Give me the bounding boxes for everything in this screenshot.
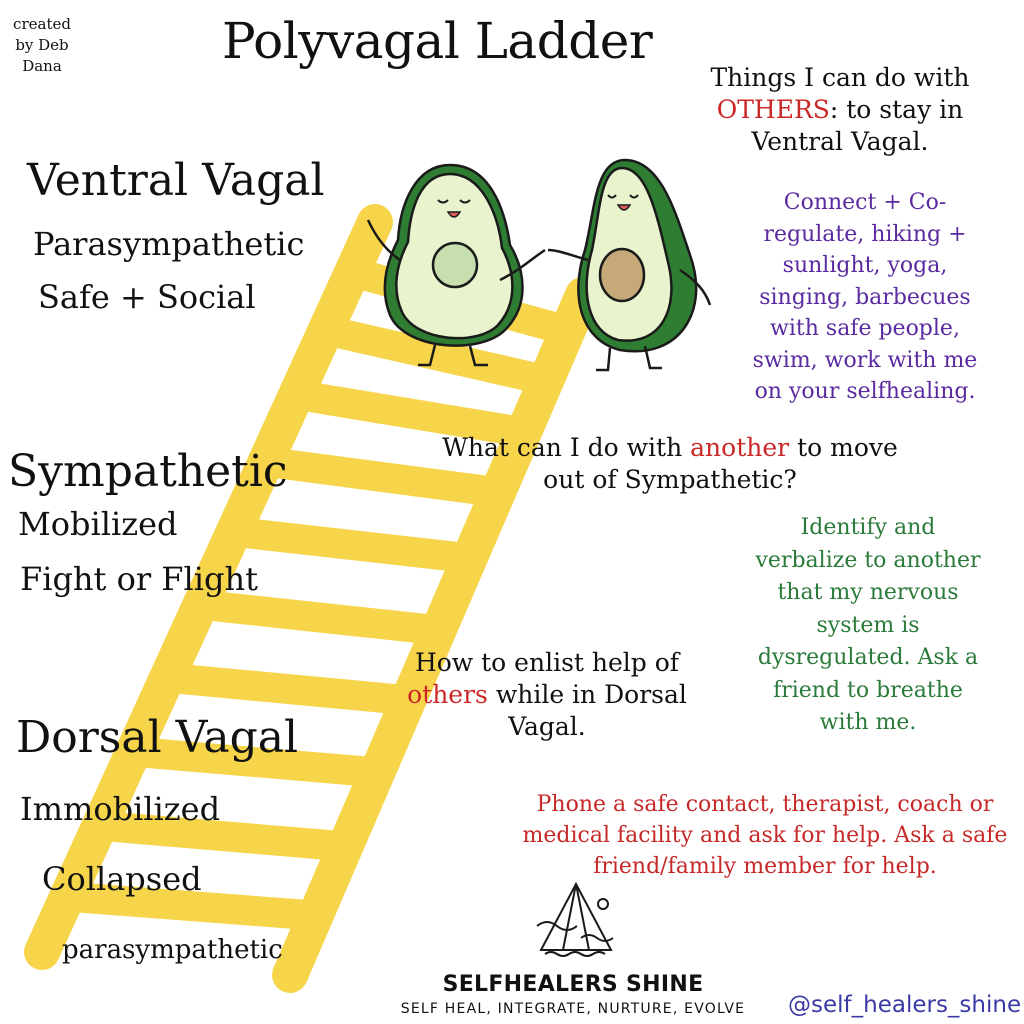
ladder-rung: [266, 447, 498, 507]
dorsal-question: How to enlist help of others while in Do…: [392, 647, 702, 743]
sympathetic-line-2: Fight or Flight: [20, 560, 258, 598]
dorsal-vagal-line-1: Immobilized: [20, 790, 221, 828]
ladder-rail-left: [24, 204, 393, 970]
dorsal-question-pre: How to enlist help of: [414, 648, 680, 677]
sympathetic-question-post: to move out of Sympathetic?: [543, 433, 898, 494]
ladder-rung: [295, 380, 525, 447]
dorsal-vagal-heading: Dorsal Vagal: [16, 712, 299, 763]
sympathetic-answer: Identify and verbalize to another that m…: [755, 515, 981, 735]
ventral-answer: Connect + Co-regulate, hiking + sunlight…: [752, 190, 978, 404]
ventral-question: Things I can do with OTHERS: to stay in …: [690, 62, 990, 158]
ladder-rung: [234, 517, 469, 573]
dorsal-vagal-line-2: Collapsed: [42, 860, 202, 898]
credit-text: created by Deb Dana: [13, 15, 71, 75]
ladder-rail-right: [272, 277, 601, 993]
page-title: Polyvagal Ladder: [222, 12, 653, 70]
ventral-vagal-heading: Ventral Vagal: [27, 155, 325, 206]
dorsal-vagal-line-3: parasympathetic: [62, 935, 283, 965]
ventral-question-post: : to stay in Ventral Vagal.: [751, 95, 964, 156]
sympathetic-question-highlight: another: [690, 433, 790, 462]
ladder-rung: [201, 590, 438, 645]
ventral-question-pre: Things I can do with: [710, 63, 970, 92]
sympathetic-question-pre: What can I do with: [442, 433, 683, 462]
ladder-rung: [134, 737, 374, 787]
social-handle: @self_healers_shine: [788, 992, 1022, 1018]
dorsal-answer: Phone a safe contact, therapist, coach o…: [522, 792, 1008, 879]
sympathetic-line-1: Mobilized: [18, 505, 178, 543]
ladder-rung: [321, 315, 549, 395]
ventral-vagal-line-1: Parasympathetic: [33, 225, 305, 263]
selfhealers-logo-icon: [536, 881, 614, 957]
ventral-vagal-line-2: Safe + Social: [38, 278, 256, 316]
avocado-right: [547, 158, 712, 372]
ladder-rung: [101, 811, 342, 861]
ladder-rung: [70, 882, 310, 930]
sympathetic-heading: Sympathetic: [8, 446, 288, 497]
ventral-question-highlight: OTHERS: [716, 95, 830, 124]
avocado-couple-illustration: [366, 158, 712, 372]
brand-name: SELFHEALERS SHINE: [442, 972, 704, 997]
avocado-left: [366, 163, 546, 367]
sympathetic-question: What can I do with another to move out o…: [420, 432, 920, 496]
dorsal-question-post: while in Dorsal Vagal.: [495, 680, 687, 741]
ladder-rung: [168, 663, 407, 715]
dorsal-question-highlight: others: [407, 680, 488, 709]
brand-tagline: SELF HEAL, INTEGRATE, NURTURE, EVOLVE: [400, 1001, 746, 1017]
